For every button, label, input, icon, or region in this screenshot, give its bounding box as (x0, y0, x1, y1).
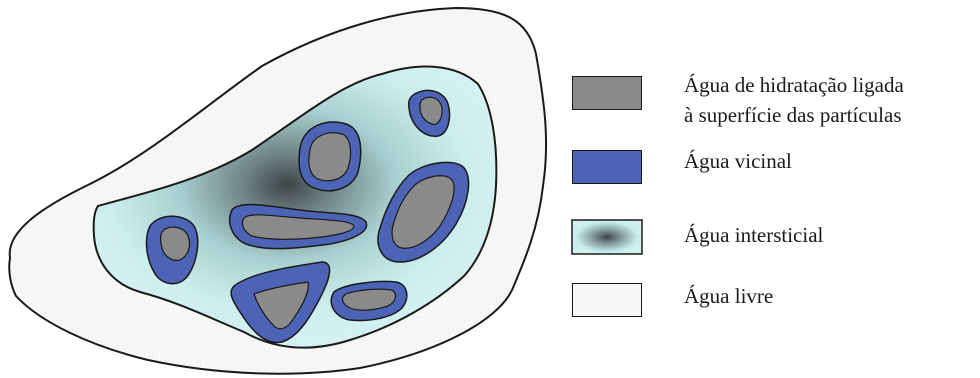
legend-label-hydration-line1: Água de hidratação ligada (684, 72, 904, 98)
legend-swatch-hydration (572, 76, 642, 110)
particle-group-upper-middle (299, 122, 361, 191)
legend-label-free: Água livre (684, 283, 773, 309)
legend-label-interstitial: Água intersticial (684, 222, 823, 248)
legend-swatch-interstitial (572, 220, 642, 254)
particle-hydration-water (309, 133, 351, 181)
legend-swatch-vicinal (572, 150, 642, 184)
particle-group-left (147, 216, 198, 283)
legend-label-vicinal: Água vicinal (684, 148, 792, 174)
legend-label-hydration-line2: à superfície das partículas (684, 102, 902, 128)
legend-swatch-free (572, 283, 642, 317)
